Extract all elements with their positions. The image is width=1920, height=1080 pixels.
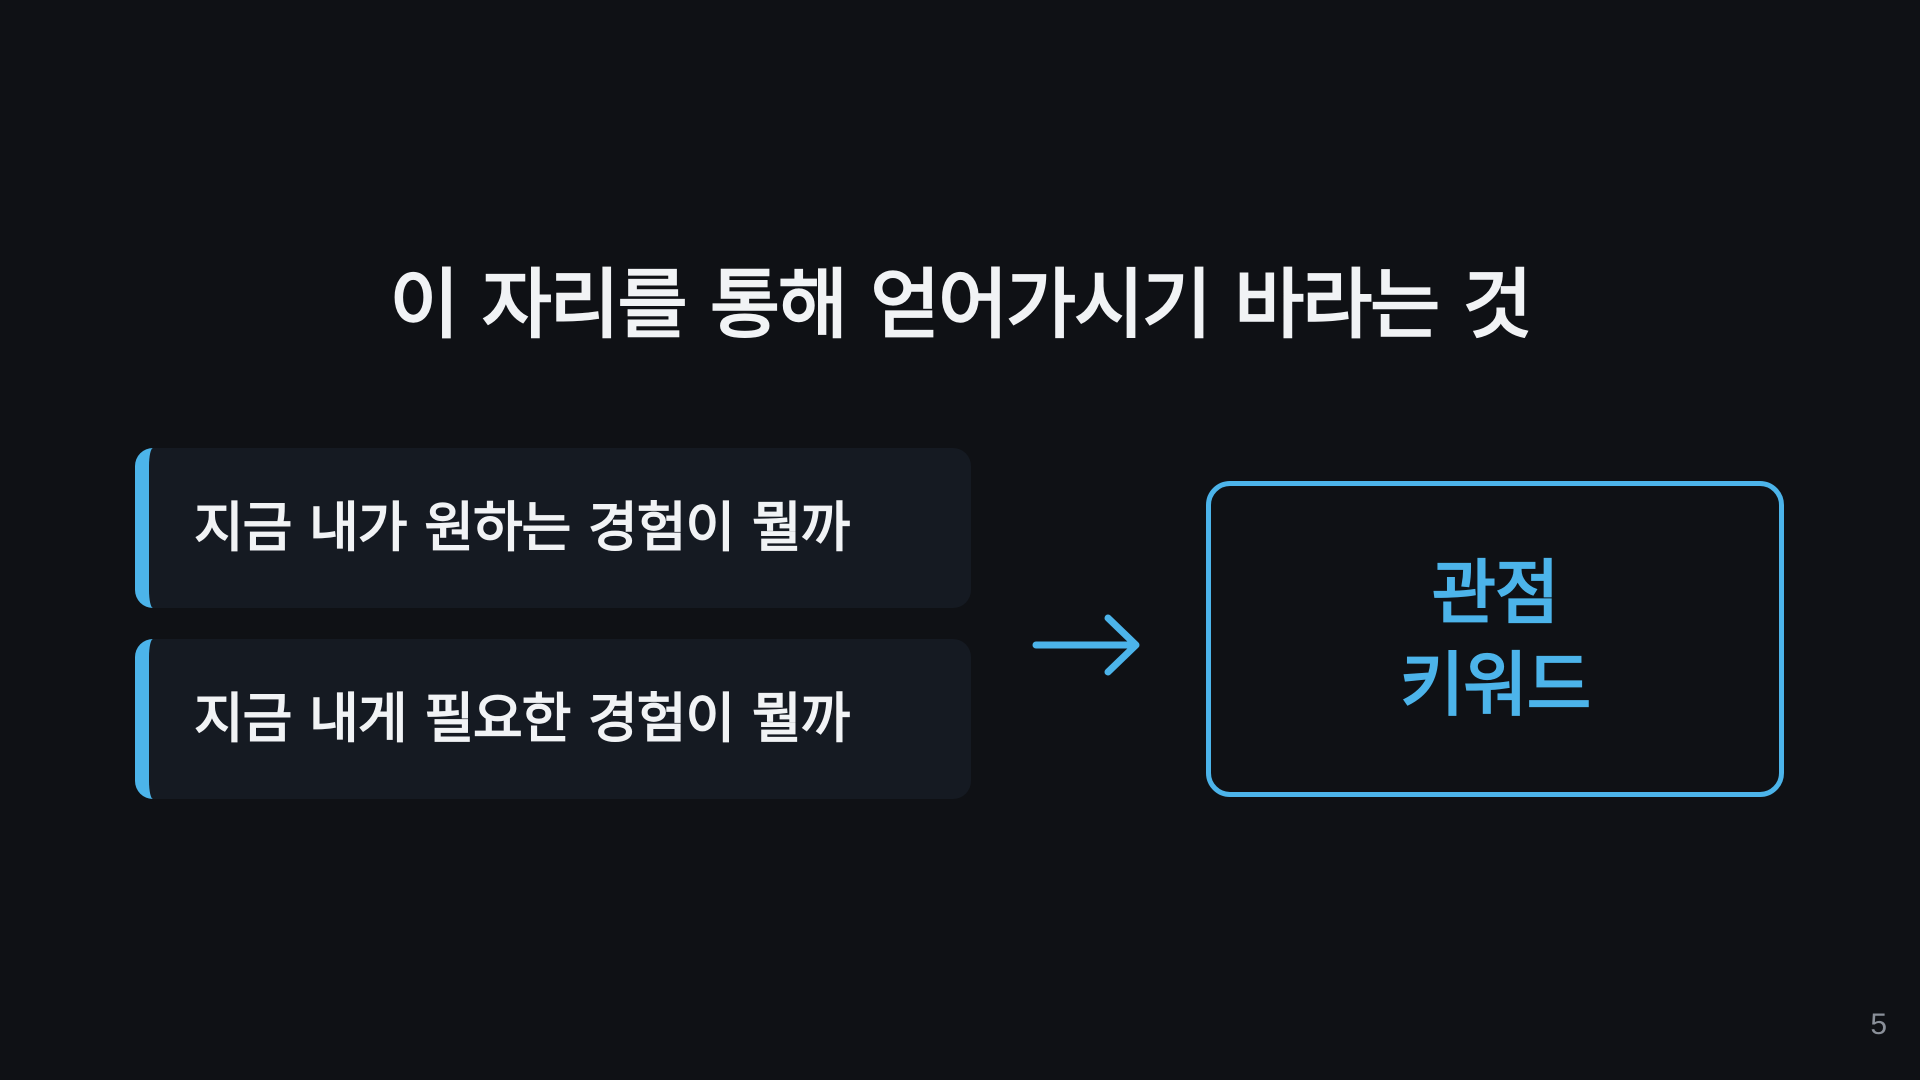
page-number: 5 [1870, 1008, 1887, 1041]
question-card: 지금 내게 필요한 경험이 뭘까 [135, 639, 971, 799]
slide-title: 이 자리를 통해 얻어가시기 바라는 것 [389, 260, 1532, 349]
result-line-keyword: 키워드 [1399, 644, 1591, 726]
result-box: 관점 키워드 [1206, 481, 1784, 797]
question-text: 지금 내게 필요한 경험이 뭘까 [194, 687, 850, 750]
result-line-perspective: 관점 [1431, 552, 1560, 634]
question-card: 지금 내가 원하는 경험이 뭘까 [135, 448, 971, 608]
question-text: 지금 내가 원하는 경험이 뭘까 [194, 496, 850, 559]
right-arrow-icon [1032, 614, 1140, 676]
